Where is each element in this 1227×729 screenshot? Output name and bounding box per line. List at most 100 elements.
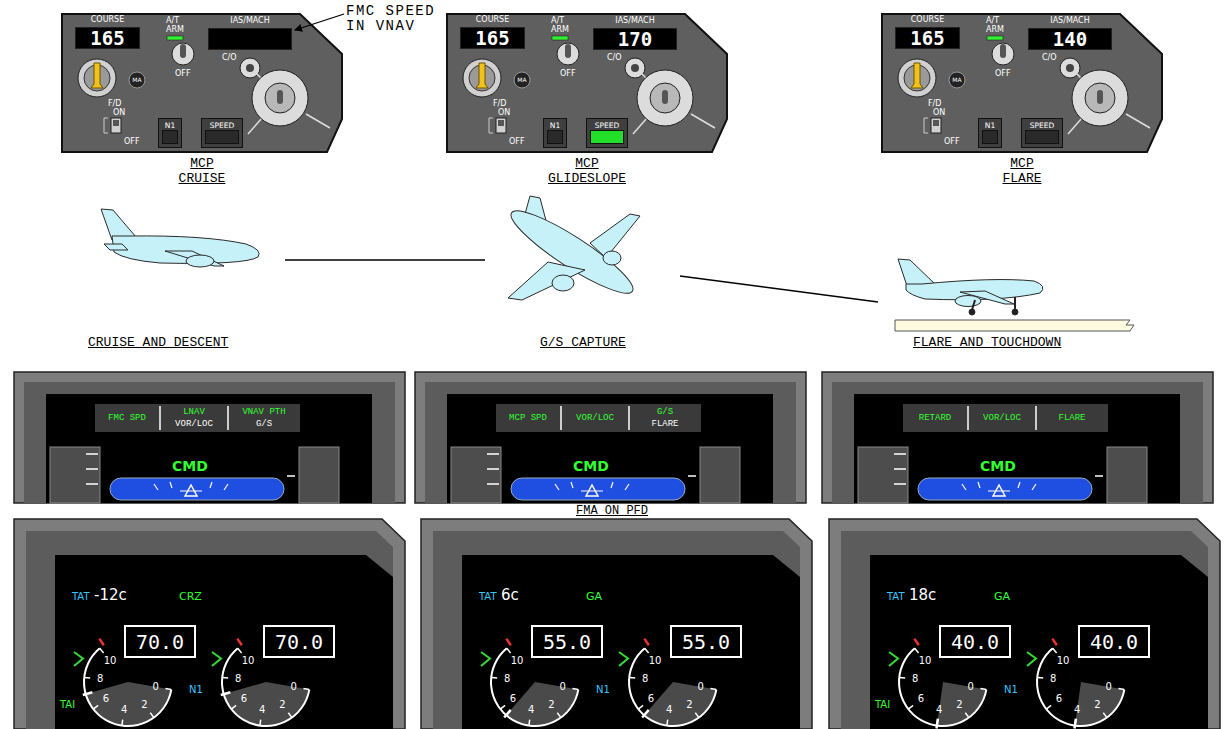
- panel-label: F/D: [493, 100, 506, 108]
- n1-readout: 70.0: [263, 625, 335, 658]
- scale-number: 8: [1050, 674, 1056, 684]
- scale-number: 0: [559, 682, 565, 692]
- scale-number: 10: [511, 656, 524, 666]
- panel-label: A/T: [986, 17, 999, 25]
- scale-number: 2: [141, 700, 147, 710]
- engine-displays: [14, 519, 1220, 729]
- display-label: N1: [189, 685, 203, 695]
- n1-readout: 40.0: [939, 625, 1011, 658]
- indicator-light: [590, 130, 624, 144]
- indicator-light: [982, 130, 998, 144]
- temperature-value: 6c: [501, 588, 519, 603]
- scale-number: 8: [504, 674, 510, 684]
- mcp-panel: MCP GLIDESLOPECOURSE165IAS/MACH170N1SPEE…: [447, 14, 727, 152]
- display-heading: COURSE: [91, 16, 124, 24]
- n1-readout: 55.0: [531, 625, 603, 658]
- mcp-panel: MCP CRUISECOURSE165IAS/MACHN1SPEED: [62, 14, 342, 152]
- phase-label: G/S CAPTURE: [540, 336, 626, 349]
- panel-label: OFF: [509, 138, 525, 146]
- scale-number: 6: [241, 694, 247, 704]
- fma-mode: VNAV PTH: [242, 408, 285, 417]
- display-value: 170: [618, 30, 652, 49]
- scale-number: 2: [279, 700, 285, 710]
- n1-value: 55.0: [682, 632, 730, 652]
- n1-value: 70.0: [136, 632, 184, 652]
- autopilot-status: CMD: [980, 459, 1016, 473]
- mode-button: SPEED: [201, 118, 243, 148]
- mode-button: N1: [158, 118, 182, 148]
- panel-label: C/O: [607, 54, 622, 62]
- display-label: TAI: [875, 700, 890, 710]
- mode-button: N1: [543, 118, 567, 148]
- scale-number: 10: [104, 656, 117, 666]
- indicator-light: [162, 130, 178, 144]
- scale-number: 2: [956, 700, 962, 710]
- panel-heading: MCP GLIDESLOPE: [548, 157, 626, 187]
- callout-leader: [295, 14, 344, 30]
- scale-number: 4: [121, 705, 127, 715]
- digital-display: IAS/MACH140: [1028, 28, 1112, 50]
- airplanes: [101, 196, 1043, 315]
- n1-readout: 70.0: [124, 625, 196, 658]
- digital-display: IAS/MACH: [208, 28, 292, 50]
- panel-label: F/D: [928, 100, 941, 108]
- digital-display: COURSE165: [75, 27, 140, 49]
- display-value: 140: [1053, 30, 1087, 49]
- callout-note: FMC SPEED IN VNAV: [346, 4, 446, 35]
- phase-label: FLARE AND TOUCHDOWN: [913, 336, 1061, 349]
- scale-number: 10: [919, 656, 932, 666]
- scale-number: 8: [235, 674, 241, 684]
- scale-number: 6: [648, 694, 654, 704]
- button-label: MA: [517, 77, 526, 83]
- display-label: TAT: [72, 592, 90, 602]
- mcp-panels: [62, 14, 1162, 152]
- button-label: SPEED: [595, 122, 620, 130]
- thrust-mode: GA: [994, 591, 1010, 602]
- scale-number: 4: [259, 705, 265, 715]
- runway: [895, 320, 1134, 331]
- scale-number: 2: [548, 700, 554, 710]
- mode-button: SPEED: [1021, 118, 1063, 148]
- pfd-frames: [14, 372, 1213, 503]
- display-heading: IAS/MACH: [230, 17, 269, 25]
- autopilot-status: CMD: [172, 459, 208, 473]
- scale-number: 10: [242, 656, 255, 666]
- scale-number: 0: [290, 682, 296, 692]
- n1-value: 70.0: [275, 632, 323, 652]
- autopilot-status: CMD: [573, 459, 609, 473]
- panel-label: OFF: [175, 70, 191, 78]
- panel-label: C/O: [222, 54, 237, 62]
- temperature-value: -12c: [94, 588, 127, 603]
- mcp-panel: MCP FLARECOURSE165IAS/MACH140N1SPEED: [882, 14, 1162, 152]
- button-label: N1: [165, 122, 175, 130]
- fma-mode: VOR/LOC: [576, 414, 614, 423]
- temperature-value: 18c: [909, 588, 936, 603]
- fma-mode: FMC SPD: [108, 414, 146, 423]
- section-caption: FMA ON PFD: [576, 505, 648, 517]
- scale-number: 2: [1094, 700, 1100, 710]
- panel-label: OFF: [124, 138, 140, 146]
- scale-number: 4: [936, 705, 942, 715]
- panel-label: OFF: [560, 70, 576, 78]
- display-heading: COURSE: [476, 16, 509, 24]
- scale-number: 8: [912, 674, 918, 684]
- panel-label: ARM: [986, 26, 1004, 34]
- display-heading: IAS/MACH: [1050, 17, 1089, 25]
- fma-mode: MCP SPD: [509, 414, 547, 423]
- scale-number: 0: [1105, 682, 1111, 692]
- fma-mode: G/S: [657, 408, 673, 417]
- panel-label: A/T: [166, 17, 179, 25]
- n1-value: 40.0: [1090, 632, 1138, 652]
- scale-number: 0: [967, 682, 973, 692]
- display-heading: IAS/MACH: [615, 17, 654, 25]
- fma-armed-mode: FLARE: [651, 420, 678, 429]
- display-label: N1: [596, 685, 610, 695]
- scale-number: 6: [1056, 694, 1062, 704]
- panel-label: OFF: [995, 70, 1011, 78]
- scale-number: 0: [152, 682, 158, 692]
- n1-readout: 55.0: [670, 625, 742, 658]
- button-label: MA: [952, 77, 961, 83]
- scale-number: 6: [103, 694, 109, 704]
